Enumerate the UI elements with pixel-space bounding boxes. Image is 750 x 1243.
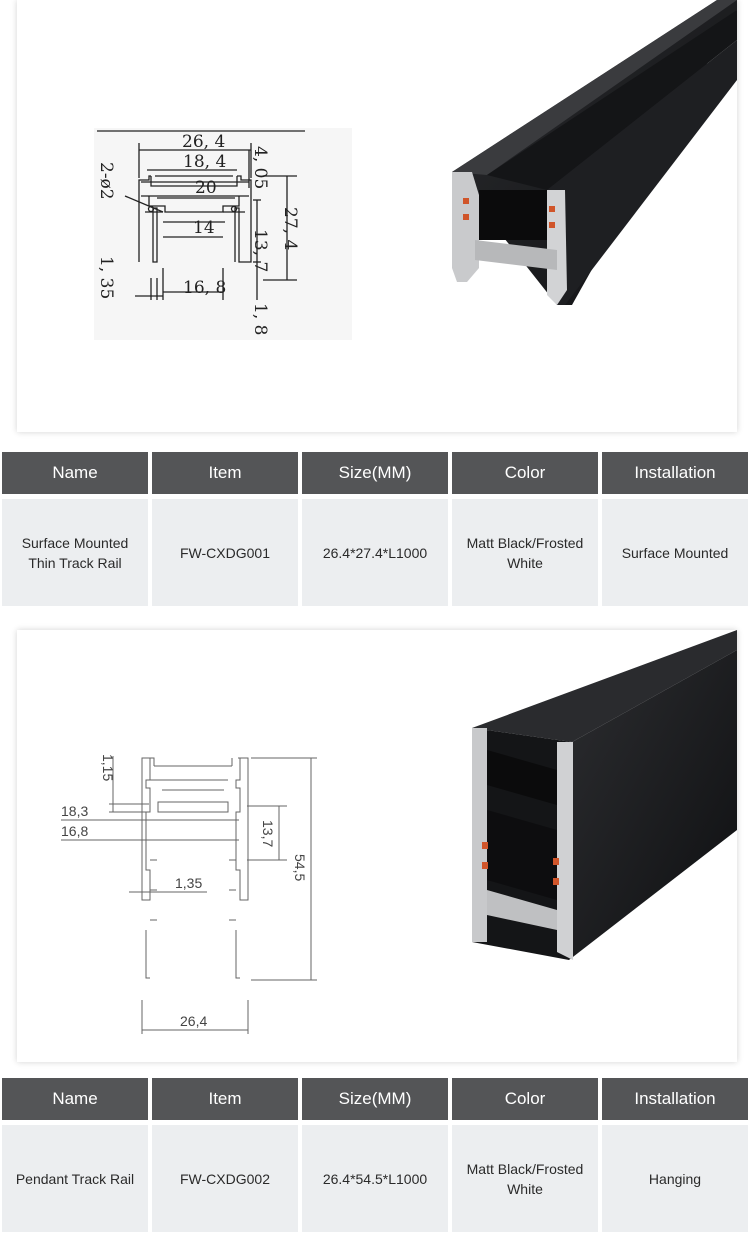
cell-name: Surface Mounted Thin Track Rail <box>2 499 148 606</box>
dim-inner-height: 13, 7 <box>250 229 270 272</box>
dim-bottom-lip: 1, 8 <box>250 303 270 335</box>
header-size: Size(MM) <box>302 1078 448 1120</box>
product-2-image-card: 1,15 18,3 16,8 13,7 54,5 1,35 26,4 <box>17 630 737 1062</box>
dim-slot-width: 20 <box>195 178 217 198</box>
cell-installation: Surface Mounted <box>602 499 748 606</box>
cell-name: Pendant Track Rail <box>2 1125 148 1232</box>
dim-holes: 2-ø2 <box>96 162 116 200</box>
product-1-spec-table: Name Item Size(MM) Color Installation Su… <box>0 452 750 606</box>
cell-size: 26.4*54.5*L1000 <box>302 1125 448 1232</box>
cell-installation: Hanging <box>602 1125 748 1232</box>
header-item: Item <box>152 452 298 494</box>
header-color: Color <box>452 452 598 494</box>
dim-inner-a: 18,3 <box>61 803 88 819</box>
product-1-dimension-drawing: 26, 4 18, 4 20 14 16, 8 4, 05 27, 4 13, … <box>94 128 352 340</box>
header-name: Name <box>2 452 148 494</box>
product-1-rail-photo <box>452 0 737 305</box>
product-2-rail-photo <box>472 630 737 960</box>
dim-wall: 1,35 <box>175 875 202 891</box>
dim-top-thickness: 4, 05 <box>250 146 270 189</box>
cell-color: Matt Black/Frosted White <box>452 499 598 606</box>
product-2-dimension-drawing: 1,15 18,3 16,8 13,7 54,5 1,35 26,4 <box>61 754 317 1034</box>
product-1-image-card: 26, 4 18, 4 20 14 16, 8 4, 05 27, 4 13, … <box>17 0 737 432</box>
cell-color: Matt Black/Frosted White <box>452 1125 598 1232</box>
cell-size: 26.4*27.4*L1000 <box>302 499 448 606</box>
cell-item: FW-CXDG001 <box>152 499 298 606</box>
dim-inner-height: 13,7 <box>260 820 276 847</box>
dim-channel-width: 14 <box>193 218 215 238</box>
dim-total-height: 27, 4 <box>280 207 300 250</box>
dim-bottom-opening: 16, 8 <box>183 278 226 298</box>
header-installation: Installation <box>602 1078 748 1120</box>
dim-inner-b: 16,8 <box>61 823 88 839</box>
dim-total-height: 54,5 <box>292 854 308 881</box>
header-color: Color <box>452 1078 598 1120</box>
cell-item: FW-CXDG002 <box>152 1125 298 1232</box>
header-size: Size(MM) <box>302 452 448 494</box>
product-2-spec-table: Name Item Size(MM) Color Installation Pe… <box>0 1078 750 1232</box>
header-item: Item <box>152 1078 298 1120</box>
dim-total-width: 26, 4 <box>182 132 225 152</box>
dim-total-width: 26,4 <box>180 1013 207 1029</box>
header-installation: Installation <box>602 452 748 494</box>
dim-top-lip: 1,15 <box>100 754 116 781</box>
dim-inner-width: 18, 4 <box>183 152 226 172</box>
dim-wall: 1, 35 <box>96 256 116 299</box>
header-name: Name <box>2 1078 148 1120</box>
